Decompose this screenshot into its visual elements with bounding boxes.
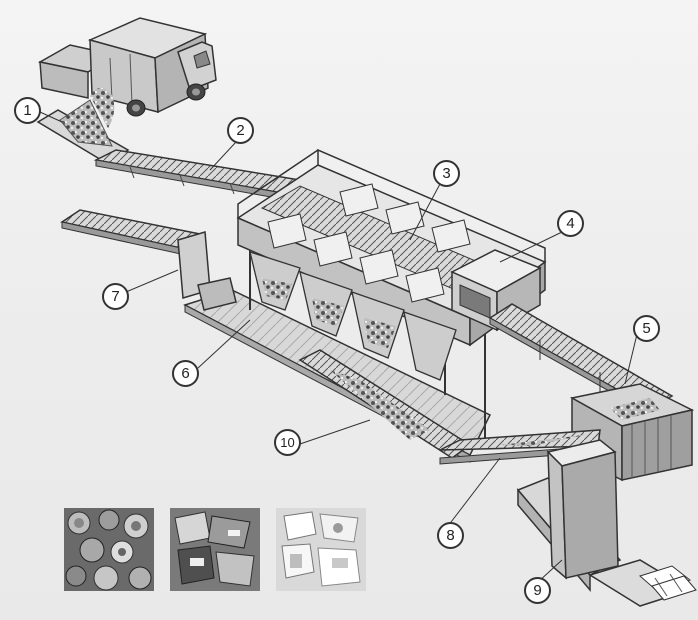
storage-hoppers [249,251,457,381]
callout-3: 3 [433,160,460,187]
white-plastic-photo-icon [276,508,366,591]
callout-4: 4 [557,210,584,237]
reject-conveyor [60,209,237,311]
baling-press [516,439,697,607]
callout-10: 10 [274,429,301,456]
infeed-conveyor [93,149,302,201]
callout-8: 8 [437,522,464,549]
callout-5: 5 [633,315,660,342]
mixed-packaging-photo-icon [170,508,260,591]
callout-1: 1 [14,97,41,124]
callout-7: 7 [102,283,129,310]
callout-9: 9 [524,577,551,604]
receiving-pit [36,87,130,165]
metal-cans-photo-icon [64,508,154,591]
callout-6: 6 [172,360,199,387]
callout-2: 2 [227,117,254,144]
garbage-truck [37,17,217,117]
leader-lines [39,111,639,583]
